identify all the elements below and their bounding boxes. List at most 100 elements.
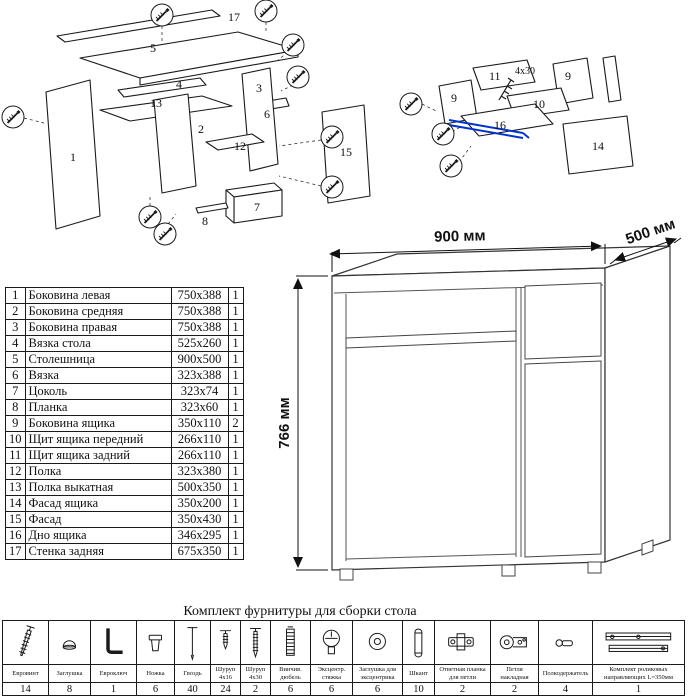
hardware-item-qty: 40 (174, 682, 211, 696)
part-name: Вязка (24, 367, 172, 384)
cap-icon (48, 620, 91, 665)
part-number: 3 (5, 319, 26, 336)
nail-icon (174, 620, 211, 665)
part-middle-side (153, 93, 197, 194)
keyboard-tray (345, 330, 517, 349)
part-name: Полка выкатная (24, 479, 172, 496)
part-label: 14 (592, 139, 604, 153)
part-shelf (205, 133, 265, 151)
part-left-side (45, 79, 101, 230)
part-label: 17 (228, 10, 240, 24)
part-name: Фасад ящика (24, 495, 172, 512)
hardware-item-qty: 1 (90, 682, 137, 696)
part-number: 1 (5, 287, 26, 304)
hw-icon-row (2, 620, 685, 665)
hardware-item-qty: 2 (490, 682, 539, 696)
part-label: 10 (533, 97, 545, 111)
shelf-pin-icon (538, 620, 593, 665)
part-name: Цоколь (24, 383, 172, 400)
part-size: 750x388 (170, 303, 229, 320)
hardware-item-qty: 2 (434, 682, 491, 696)
part-name: Боковина правая (24, 319, 172, 336)
part-number: 7 (5, 383, 26, 400)
part-label: 1 (70, 150, 76, 164)
hardware-item-name: Петля накладная (490, 664, 539, 683)
hardware-item-name: Евровинт (2, 664, 49, 683)
part-name: Боковина левая (24, 287, 172, 304)
drawer-front (524, 282, 602, 360)
part-label: 13 (150, 96, 162, 110)
part-name: Дно ящика (24, 527, 172, 544)
part-label: 3 (256, 81, 262, 95)
drawer-back-panel (472, 59, 536, 91)
part-size: 266x110 (170, 447, 229, 464)
part-name: Вязка стола (24, 335, 172, 352)
part-label: 6 (264, 107, 270, 121)
part-number: 9 (5, 415, 26, 432)
hardware-item-name: Заглушка (48, 664, 91, 683)
part-number: 12 (5, 463, 26, 480)
part-size: 350x430 (170, 511, 229, 528)
part-qty: 1 (227, 319, 244, 336)
hardware-item-qty: 24 (210, 682, 241, 696)
part-label: 9 (565, 69, 571, 83)
part-number: 16 (5, 527, 26, 544)
hardware-item-qty: 10 (402, 682, 435, 696)
hardware-item-name: Евроключ (90, 664, 137, 683)
part-label: 9 (451, 91, 457, 105)
part-label: 7 (254, 200, 260, 214)
euro-screw-icon (2, 620, 49, 665)
roller-guides-icon (592, 620, 685, 665)
part-number: 11 (5, 447, 26, 464)
part-number: 4 (5, 335, 26, 352)
screw-dowel-icon (270, 620, 311, 665)
part-size: 350x110 (170, 415, 229, 432)
part-qty: 1 (227, 431, 244, 448)
part-number: 17 (5, 543, 26, 560)
part-label: 12 (234, 139, 246, 153)
side-rail-panel (602, 55, 622, 103)
hardware-item-name: Заглушка для эксцентрика (352, 664, 403, 683)
part-size: 675x350 (170, 543, 229, 560)
part-qty: 1 (227, 447, 244, 464)
part-size: 525x260 (170, 335, 229, 352)
hardware-item-qty: 8 (48, 682, 91, 696)
part-label: 4 (176, 77, 182, 91)
part-qty: 1 (227, 335, 244, 352)
part-size: 500x350 (170, 479, 229, 496)
part-name: Столешница (24, 351, 172, 368)
hardware-item-qty: 6 (270, 682, 311, 696)
part-back-wall (56, 9, 221, 43)
hardware-item-name: Винчив. дюбель (270, 664, 311, 683)
cam-cap-icon (352, 620, 403, 665)
hardware-item-qty: 6 (310, 682, 353, 696)
exploded-view-desk: 17 5 4 13 3 2 6 12 1 15 7 8 (0, 0, 371, 247)
part-number: 5 (5, 351, 26, 368)
part-qty: 1 (227, 367, 244, 384)
part-size: 350x200 (170, 495, 229, 512)
part-qty: 1 (227, 463, 244, 480)
part-qty: 1 (227, 479, 244, 496)
exploded-view-drawer: 11 9 9 10 16 14 4x30 (398, 55, 634, 179)
part-qty: 1 (227, 303, 244, 320)
part-name: Боковина ящика (24, 415, 172, 432)
hardware-item-name: Гвоздь (174, 664, 211, 683)
part-number: 6 (5, 367, 26, 384)
part-desk-rail (117, 77, 207, 98)
part-number: 13 (5, 479, 26, 496)
part-number: 10 (5, 431, 26, 448)
part-size: 750x388 (170, 319, 229, 336)
part-size: 323x388 (170, 367, 229, 384)
height-dimension-label: 766 мм (276, 397, 293, 448)
hardware-item-name: Шуруп 4x16 (210, 664, 241, 683)
part-qty: 1 (227, 527, 244, 544)
